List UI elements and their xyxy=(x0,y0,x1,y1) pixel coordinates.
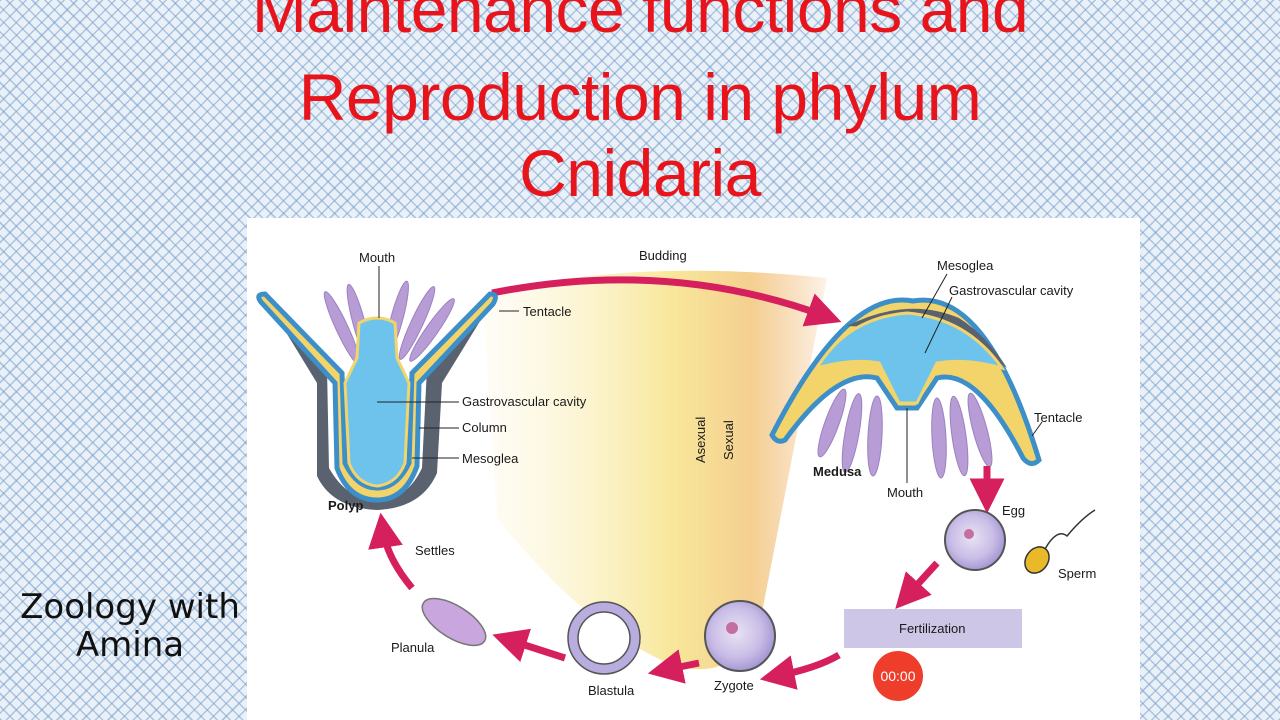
lifecycle-diagram: Mouth Tentacle Gastrovascular cavity Col… xyxy=(247,218,1140,720)
egg-cell xyxy=(944,509,1006,571)
budding-label: Budding xyxy=(639,248,687,263)
medusa-gastrovascular-label: Gastrovascular cavity xyxy=(949,283,1074,298)
fertilization-box xyxy=(844,609,1022,648)
polyp-name: Polyp xyxy=(328,498,363,513)
zygote-label: Zygote xyxy=(714,678,754,693)
planula-larva xyxy=(421,597,487,647)
egg-label: Egg xyxy=(1002,503,1025,518)
sperm-label: Sperm xyxy=(1058,566,1096,581)
title-line-2: Reproduction in phylum xyxy=(298,60,982,134)
life-cycle-background xyxy=(482,270,827,670)
medusa-tentacle-label: Tentacle xyxy=(1034,410,1082,425)
medusa-mouth-label: Mouth xyxy=(887,485,923,500)
settles-arrow xyxy=(368,512,415,591)
timer-badge[interactable]: 00:00 xyxy=(873,651,923,701)
sperm-cell xyxy=(1024,509,1096,574)
zygote-to-blastula-arrow xyxy=(647,649,700,684)
blastula-cell xyxy=(567,601,641,675)
sexual-label: Sexual xyxy=(721,420,736,460)
egg-to-fertilization-arrow xyxy=(895,560,940,609)
credit-line-2: Amina xyxy=(75,625,185,665)
credit-line-1: Zoology with xyxy=(20,587,240,627)
polyp-illustration xyxy=(256,266,498,510)
planula-label: Planula xyxy=(391,640,435,655)
title-line-1: Maintenance functions and xyxy=(251,0,1029,46)
blastula-to-planula-arrow xyxy=(492,628,567,663)
channel-credit: Zoology with Amina xyxy=(12,588,248,664)
fertilization-label: Fertilization xyxy=(899,621,965,636)
title-line-3: Cnidaria xyxy=(519,136,761,210)
zygote-cell xyxy=(704,600,776,672)
polyp-mesoglea-label: Mesoglea xyxy=(462,451,519,466)
polyp-mouth-label: Mouth xyxy=(359,250,395,265)
polyp-tentacle-label: Tentacle xyxy=(523,304,571,319)
blastula-label: Blastula xyxy=(588,683,635,698)
fertilization-to-zygote-arrow xyxy=(759,651,841,690)
medusa-illustration xyxy=(769,297,1042,483)
settles-label: Settles xyxy=(415,543,455,558)
budding-arrow xyxy=(491,276,842,327)
medusa-mesoglea-label: Mesoglea xyxy=(937,258,994,273)
asexual-label: Asexual xyxy=(693,417,708,463)
polyp-gastrovascular-label: Gastrovascular cavity xyxy=(462,394,587,409)
polyp-column-label: Column xyxy=(462,420,507,435)
medusa-name: Medusa xyxy=(813,464,862,479)
